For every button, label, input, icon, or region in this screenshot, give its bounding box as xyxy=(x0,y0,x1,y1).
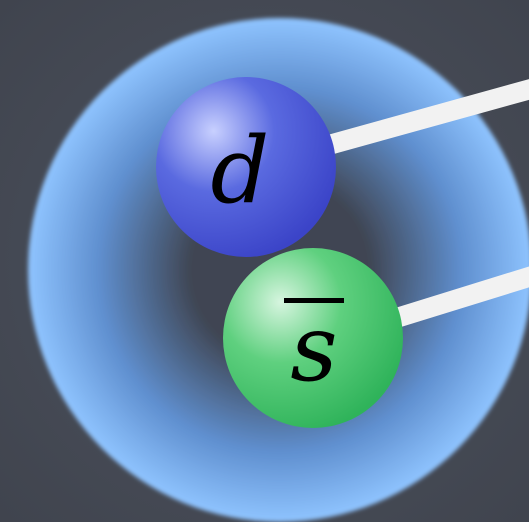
quark-d-sphere xyxy=(156,77,336,257)
string-line-d xyxy=(315,79,529,158)
quark-d-label: d xyxy=(211,117,270,224)
quark-d: d xyxy=(156,77,336,257)
string-line-s xyxy=(387,266,529,330)
quark-s-bar-sphere xyxy=(223,248,403,428)
quark-s-bar-label: s xyxy=(290,295,337,402)
quark-s-bar: s xyxy=(223,248,403,428)
antiquark-bar xyxy=(284,298,344,303)
